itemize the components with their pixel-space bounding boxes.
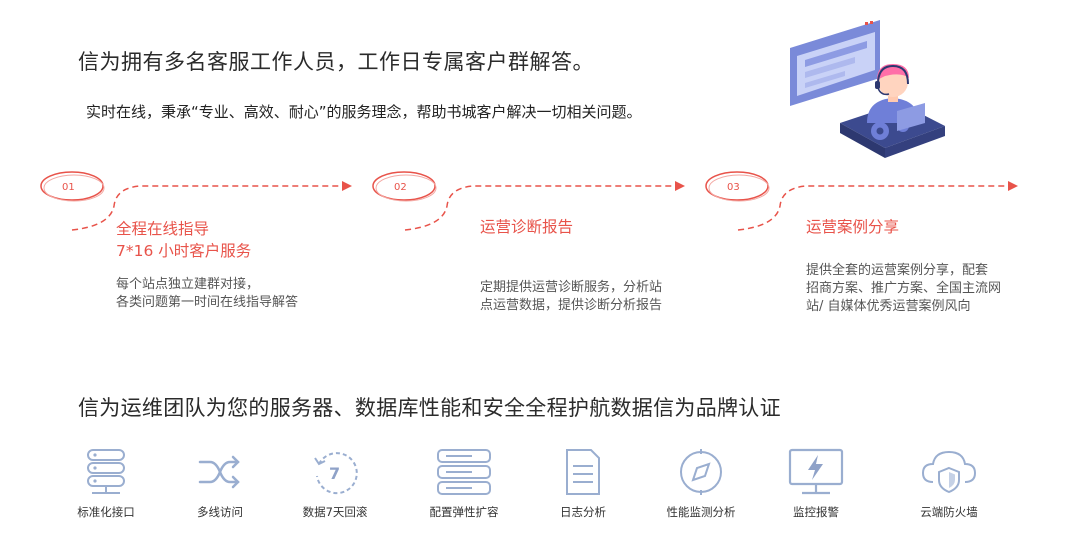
feature-label: 多线访问 (197, 505, 243, 519)
feature-cloud-firewall: 云端防火墙 (894, 446, 1004, 520)
service-headline: 信为拥有多名客服工作人员，工作日专属客户群解答。 (78, 50, 594, 74)
step-number-03: 03 (727, 182, 740, 193)
document-icon (566, 449, 600, 495)
feature-label: 性能监测分析 (666, 505, 736, 519)
step-arrow-02 (404, 181, 685, 231)
storage-scale-icon (437, 449, 491, 495)
feature-label: 数据7天回滚 (302, 505, 368, 519)
feature-standard-interface: 标准化接口 (51, 446, 161, 520)
svg-text:7: 7 (329, 464, 340, 483)
step-title-01: 全程在线指导 7*16 小时客户服务 (116, 218, 251, 262)
step-title-01-line1: 全程在线指导 (116, 220, 210, 238)
feature-label: 日志分析 (560, 505, 606, 519)
step-arrow-01 (71, 181, 352, 231)
feature-7-day-rollback: 7 数据7天回滚 (280, 446, 390, 520)
step-title-01-line2: 7*16 小时客户服务 (116, 242, 252, 260)
step-badge-03: 03 (705, 171, 770, 202)
feature-performance-monitoring: 性能监测分析 (646, 446, 756, 520)
step-number-02: 02 (394, 182, 407, 193)
step-desc-01: 每个站点独立建群对接， 各类问题第一时间在线指导解答 (116, 277, 299, 310)
step-title-02: 运营诊断报告 (480, 218, 574, 236)
feature-multi-line-access: 多线访问 (165, 446, 275, 520)
shuffle-icon (198, 455, 240, 489)
server-icon (87, 449, 125, 494)
step-desc-03: 提供全套的运营案例分享，配套 招商方案、推广方案、全国主流网 站/ 自媒体优秀运… (806, 263, 1002, 314)
step-badge-01: 01 (40, 171, 105, 202)
step-badge-02: 02 (372, 171, 437, 202)
step-arrow-03 (737, 181, 1018, 231)
ops-headline: 信为运维团队为您的服务器、数据库性能和安全全程护航数据信为品牌认证 (78, 396, 781, 420)
step-number-01: 01 (62, 182, 75, 193)
compass-icon (680, 449, 722, 495)
feature-label: 云端防火墙 (920, 505, 978, 519)
step-title-03: 运营案例分享 (806, 218, 900, 236)
feature-label: 配置弹性扩容 (429, 505, 499, 519)
rollback-7-icon: 7 (314, 452, 358, 495)
customer-service-illustration (790, 20, 945, 158)
monitor-alert-icon (788, 448, 844, 495)
feature-log-analysis: 日志分析 (528, 446, 638, 520)
feature-label: 标准化接口 (77, 505, 135, 519)
feature-elastic-scaling: 配置弹性扩容 (409, 446, 519, 520)
service-intro: 实时在线，秉承“专业、高效、耐心”的服务理念，帮助书城客户解决一切相关问题。 (86, 103, 642, 121)
feature-monitor-alert: 监控报警 (761, 446, 871, 520)
feature-label: 监控报警 (793, 505, 839, 519)
step-desc-02: 定期提供运营诊断服务，分析站 点运营数据，提供诊断分析报告 (480, 280, 663, 313)
cloud-shield-icon (921, 450, 977, 494)
